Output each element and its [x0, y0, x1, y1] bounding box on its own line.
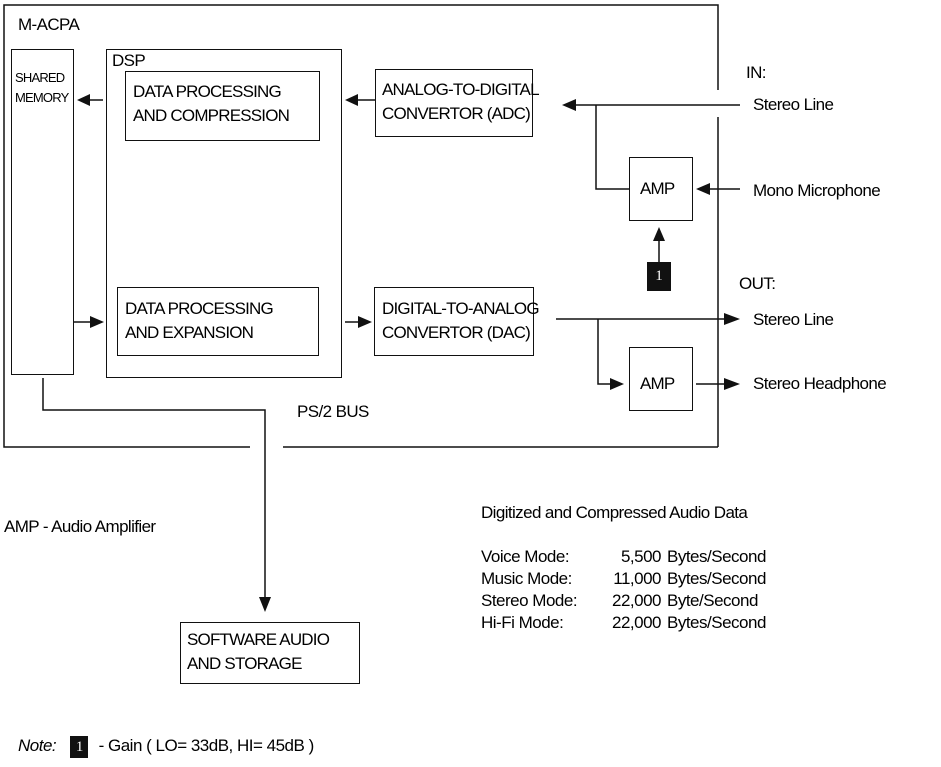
- note-text: - Gain ( LO= 33dB, HI= 45dB ): [98, 736, 315, 755]
- mode-name: Stereo Mode:: [481, 591, 578, 610]
- mode-row: Hi-Fi Mode: 22,000 Bytes/Second: [481, 612, 766, 634]
- arrow-to-dac-icon: [358, 316, 372, 328]
- arrow-gain-up-icon: [653, 227, 665, 241]
- dac-label: DIGITAL-TO-ANALOG CONVERTOR (DAC): [382, 297, 540, 345]
- output-stereo-line: Stereo Line: [753, 310, 834, 329]
- ps2-bus-line: [42, 378, 266, 600]
- audio-data-heading: Digitized and Compressed Audio Data: [481, 503, 748, 522]
- arrow-to-memory-icon: [77, 94, 90, 106]
- audio-modes-list: Voice Mode: 5,500 Bytes/Second Music Mod…: [481, 546, 766, 634]
- compression-box: [125, 71, 320, 141]
- note-badge: 1: [70, 735, 89, 758]
- expansion-label: DATA PROCESSING AND EXPANSION: [125, 297, 274, 345]
- arrow-to-amp-in-icon: [696, 183, 710, 195]
- software-line-2: AND STORAGE: [187, 654, 302, 673]
- arrow-to-amp-out-icon: [610, 378, 624, 390]
- mode-row: Music Mode: 11,000 Bytes/Second: [481, 568, 766, 590]
- adc-label: ANALOG-TO-DIGITAL CONVERTOR (ADC): [382, 78, 540, 126]
- software-audio-box: [180, 622, 360, 684]
- expansion-box: [117, 287, 319, 356]
- mode-unit: Bytes/Second: [667, 547, 766, 566]
- amp-input-label: AMP: [640, 179, 675, 198]
- compression-label: DATA PROCESSING AND COMPRESSION: [133, 80, 290, 128]
- input-heading: IN:: [746, 63, 767, 82]
- output-stereo-headphone: Stereo Headphone: [753, 374, 887, 393]
- gain-badge: 1: [647, 262, 671, 291]
- arrow-headphone-out-icon: [724, 378, 740, 390]
- mode-unit: Bytes/Second: [667, 613, 766, 632]
- ps2-bus-label: PS/2 BUS: [297, 402, 369, 421]
- mode-value: 11,000: [613, 569, 661, 588]
- amp-legend: AMP - Audio Amplifier: [4, 517, 156, 536]
- software-line-1: SOFTWARE AUDIO: [187, 630, 330, 649]
- mode-unit: Bytes/Second: [667, 569, 766, 588]
- note-label: Note:: [18, 736, 57, 755]
- adc-line-1: ANALOG-TO-DIGITAL: [382, 80, 540, 99]
- mode-row: Stereo Mode: 22,000 Byte/Second: [481, 590, 766, 612]
- input-stereo-line: Stereo Line: [753, 95, 834, 114]
- compression-line-2: AND COMPRESSION: [133, 106, 290, 125]
- amp-output-label: AMP: [640, 374, 675, 393]
- arrow-to-adc-icon: [562, 99, 576, 111]
- dac-box: [374, 287, 534, 356]
- adc-line-2: CONVERTOR (ADC): [382, 104, 531, 123]
- mode-name: Voice Mode:: [481, 547, 570, 566]
- amp-output-box: [629, 347, 693, 411]
- mode-unit: Byte/Second: [667, 591, 758, 610]
- shared-memory-box: [11, 49, 74, 375]
- amp-in-to-adc-line: [595, 105, 629, 190]
- mode-value: 5,500: [620, 547, 662, 566]
- expansion-line-1: DATA PROCESSING: [125, 299, 274, 318]
- shared-memory-line-2: MEMORY: [15, 90, 69, 105]
- mode-row: Voice Mode: 5,500 Bytes/Second: [481, 546, 766, 568]
- expansion-line-2: AND EXPANSION: [125, 323, 254, 342]
- arrow-to-dsp-icon: [345, 94, 358, 106]
- dac-line-1: DIGITAL-TO-ANALOG: [382, 299, 540, 318]
- macpa-frame: [3, 4, 719, 448]
- gain-note: Note: 1 - Gain ( LO= 33dB, HI= 45dB ): [18, 734, 314, 758]
- amp-input-box: [629, 157, 693, 221]
- software-audio-label: SOFTWARE AUDIO AND STORAGE: [187, 628, 330, 676]
- output-heading: OUT:: [739, 274, 776, 293]
- dsp-label: DSP: [112, 51, 146, 70]
- arrow-stereo-out-icon: [724, 313, 740, 325]
- mode-name: Music Mode:: [481, 569, 572, 588]
- compression-line-1: DATA PROCESSING: [133, 82, 282, 101]
- dac-line-2: CONVERTOR (DAC): [382, 323, 531, 342]
- arrow-to-software-icon: [259, 597, 271, 612]
- mode-name: Hi-Fi Mode:: [481, 613, 564, 632]
- adc-box: [375, 69, 533, 137]
- dac-to-amp-line: [597, 319, 610, 385]
- arrow-to-expansion-icon: [90, 316, 104, 328]
- macpa-title: M-ACPA: [18, 15, 80, 34]
- input-mono-microphone: Mono Microphone: [753, 181, 881, 200]
- shared-memory-line-1: SHARED: [15, 70, 65, 85]
- shared-memory-label: SHARED MEMORY: [15, 68, 69, 108]
- mode-value: 22,000: [612, 613, 662, 632]
- mode-value: 22,000: [612, 591, 662, 610]
